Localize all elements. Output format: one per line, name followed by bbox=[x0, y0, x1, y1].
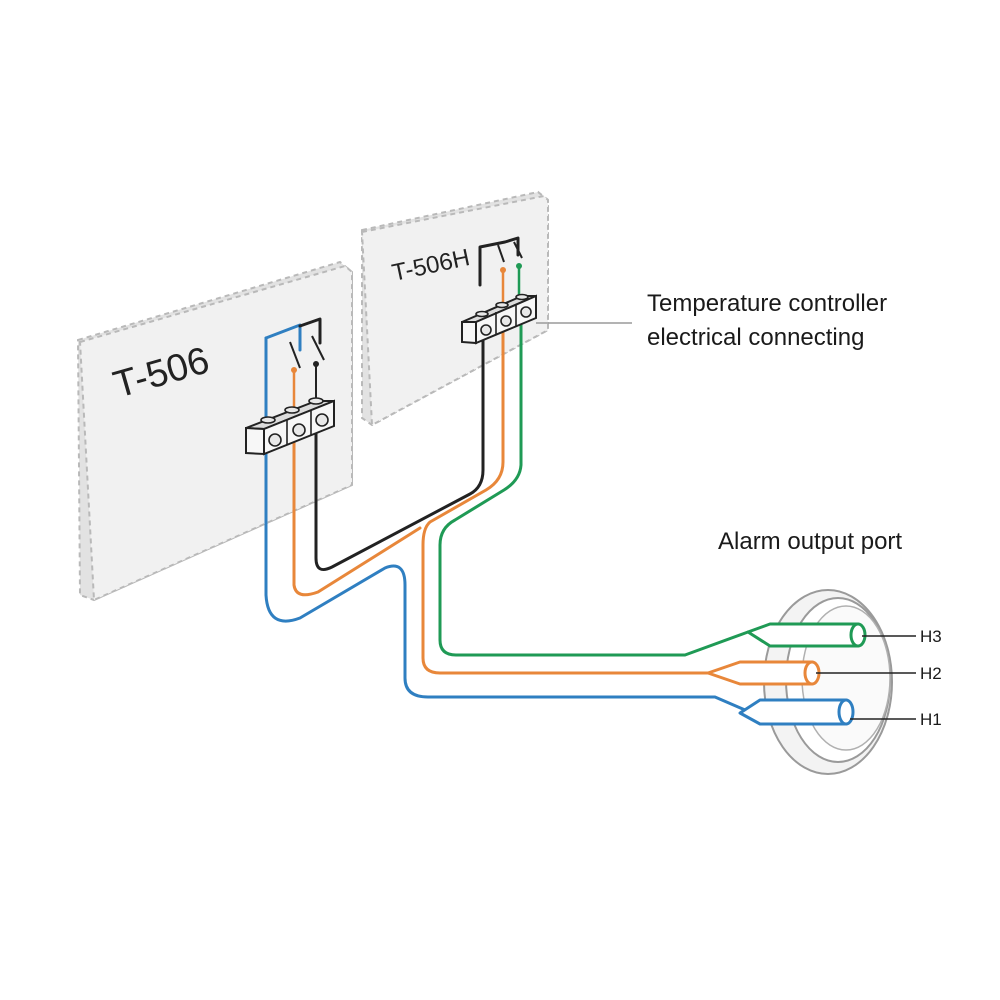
alarm-output-port bbox=[706, 589, 916, 775]
t506-terminal-block bbox=[245, 397, 335, 456]
pin-h3-label: H3 bbox=[920, 627, 942, 646]
pin-h2-label: H2 bbox=[920, 664, 942, 683]
t506-controller: T-506 bbox=[76, 260, 353, 602]
green-wire bbox=[438, 316, 750, 657]
t506h-terminal-block bbox=[461, 293, 537, 345]
alarm-port-callout: Alarm output port bbox=[718, 528, 902, 555]
controller-callout-line2: electrical connecting bbox=[647, 324, 864, 351]
t506h-relay-contacts bbox=[478, 236, 523, 302]
black-wire bbox=[314, 318, 485, 571]
t506-relay-contacts bbox=[264, 317, 325, 408]
orange-wire-t506 bbox=[292, 408, 422, 597]
pin-h2 bbox=[706, 660, 814, 686]
pin-h1-label: H1 bbox=[920, 710, 942, 729]
wiring-harness bbox=[264, 316, 754, 715]
blue-wire bbox=[264, 336, 754, 715]
orange-wire-t506h bbox=[421, 316, 744, 675]
pin-h1 bbox=[738, 698, 848, 726]
controller-callout-line1: Temperature controller bbox=[647, 290, 887, 317]
pin-h3 bbox=[746, 622, 860, 648]
